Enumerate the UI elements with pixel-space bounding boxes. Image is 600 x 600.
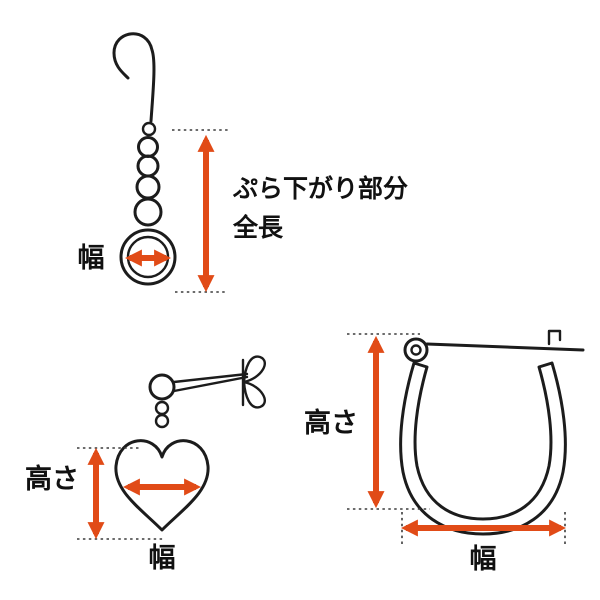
bead-3 — [135, 174, 161, 200]
bead-1 — [137, 136, 159, 158]
hoop-earring-illustration — [399, 329, 585, 536]
heart-stud-earring-illustration — [114, 355, 266, 532]
hoop-hinge-outer — [403, 337, 429, 363]
ring-outer — [119, 228, 177, 286]
bead-2 — [136, 154, 160, 178]
hoop-measures: 高さ 幅 — [304, 333, 567, 575]
heart-stud-measures: 高さ 幅 — [25, 447, 202, 574]
small-bead-2 — [154, 413, 170, 429]
stud-post — [172, 372, 249, 393]
stud-width-label: 幅 — [149, 543, 176, 574]
butterfly-clutch — [241, 355, 266, 409]
dangle-hook-measures: 幅 ぷら下がり部分 全長 — [78, 129, 408, 293]
ear-hook-wire — [112, 32, 156, 123]
hook-length-label-line2: 全長 — [232, 213, 284, 242]
dangle-hook-earring-illustration — [112, 32, 177, 286]
stud-ball — [148, 373, 176, 401]
hoop-height-label: 高さ — [304, 407, 358, 439]
stud-height-label: 高さ — [25, 463, 79, 495]
bead-4 — [133, 197, 163, 227]
hoop-hinge-inner — [410, 344, 422, 356]
hoop-latch-catch — [547, 329, 562, 346]
small-bead-1 — [154, 400, 170, 416]
hook-length-label-line1: ぷら下がり部分 — [232, 174, 408, 203]
hook-width-label: 幅 — [78, 243, 105, 274]
heart-charm — [114, 439, 210, 532]
hoop-width-label: 幅 — [470, 544, 497, 575]
hoop-body — [399, 361, 567, 536]
hoop-latch-wire — [425, 342, 585, 352]
hook-loop — [141, 121, 157, 137]
